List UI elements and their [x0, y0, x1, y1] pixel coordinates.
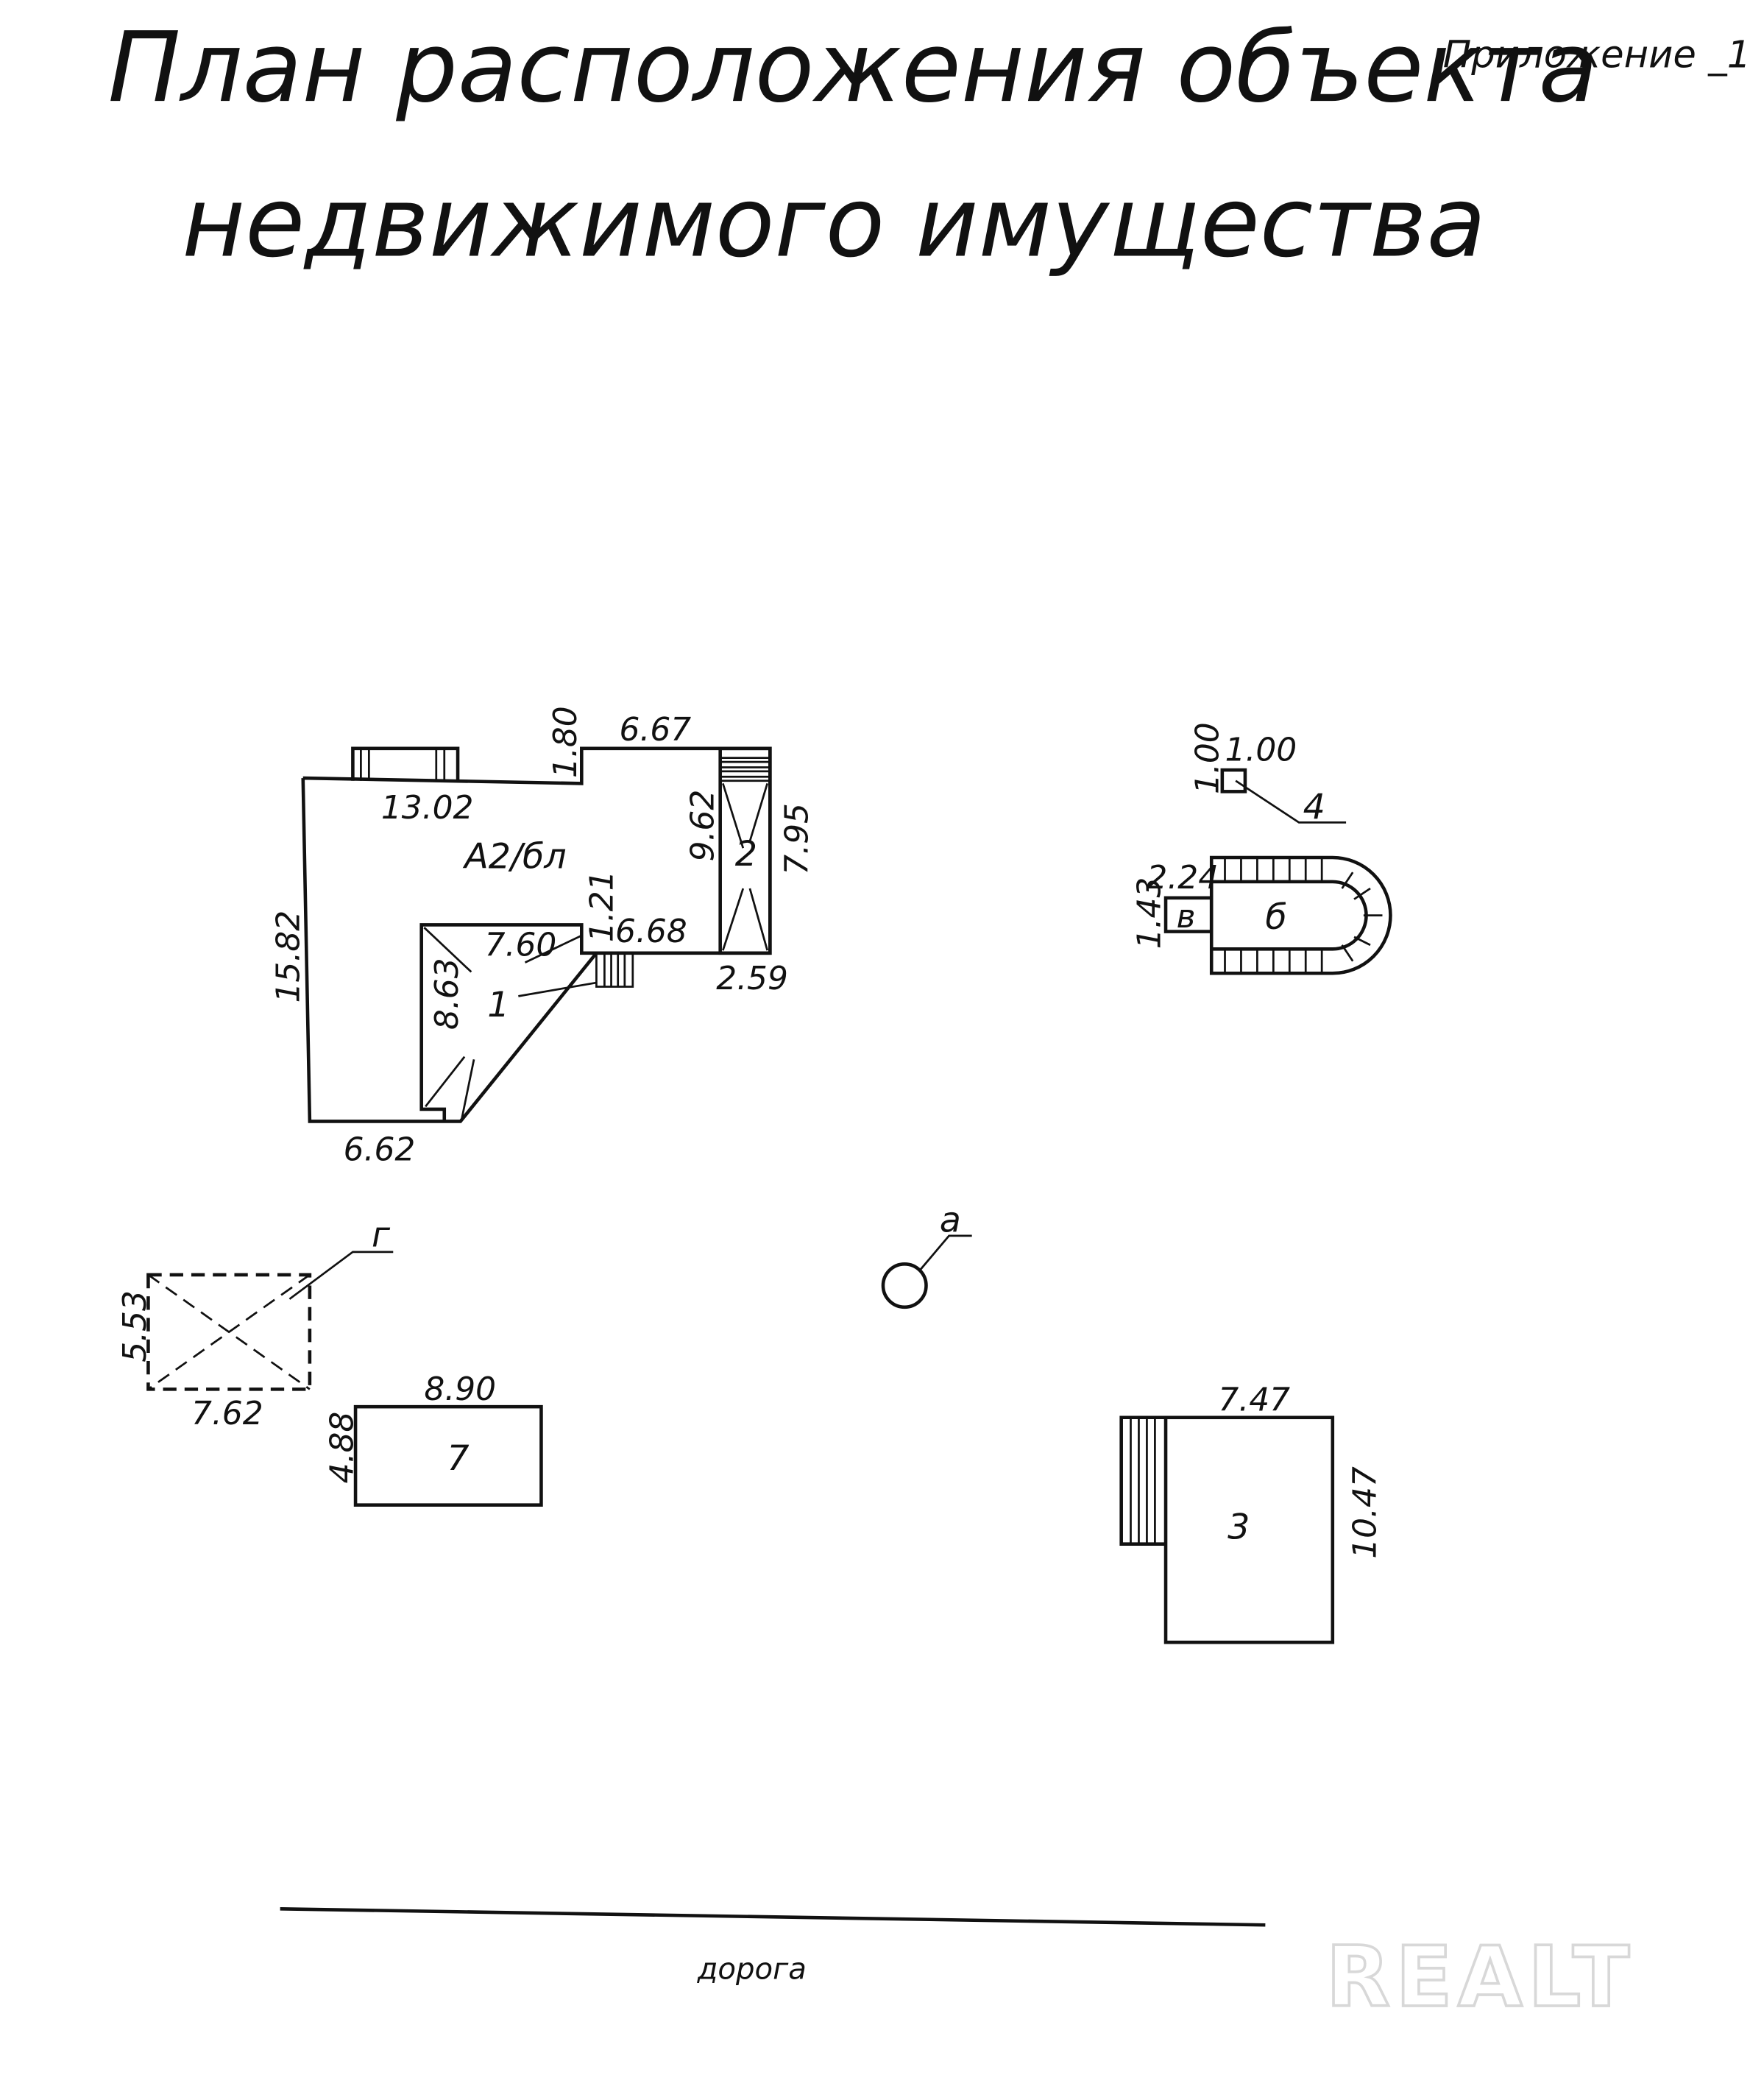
dim-label: 6.68 — [615, 913, 687, 950]
title-line-1: План расположения объекта — [108, 12, 1598, 124]
object-label: а — [940, 1200, 961, 1240]
object-7 — [353, 1404, 543, 1507]
object-label: г — [372, 1215, 391, 1256]
object-3 — [1119, 1415, 1335, 1644]
dim-label: 1.80 — [547, 706, 584, 778]
road-label: дорога — [697, 1952, 807, 1986]
dim-label: 6.67 — [620, 711, 692, 749]
dim-label: 10.47 — [1346, 1466, 1384, 1559]
dim-label: 1.00 — [1188, 722, 1226, 794]
object-label: в — [1177, 898, 1196, 936]
dim-label: 13.02 — [381, 789, 474, 827]
object-label: б — [1265, 897, 1286, 938]
part-label: 1 — [487, 985, 509, 1025]
building-label: А2/бл — [462, 837, 567, 877]
object-a — [881, 1234, 972, 1309]
dim-label: 8.90 — [424, 1371, 496, 1408]
dim-label: 2.24 — [1147, 859, 1219, 897]
dim-label: 5.53 — [116, 1290, 154, 1362]
dim-label: 6.62 — [344, 1131, 416, 1168]
dim-label: 7.47 — [1218, 1382, 1290, 1419]
road-line — [280, 1907, 1266, 1927]
dim-label: 1.43 — [1131, 877, 1169, 950]
dim-label: 7.60 — [485, 926, 557, 964]
dim-label: 1.00 — [1225, 731, 1297, 768]
appendix-label: Приложение _1 — [1443, 32, 1750, 77]
part-label: 2 — [735, 834, 757, 874]
porch-1 — [423, 927, 634, 1120]
dim-label: 15.82 — [269, 911, 307, 1003]
realt-watermark: REALT — [1326, 1928, 1635, 2026]
main-building-outline — [301, 746, 772, 1123]
object-label: 3 — [1228, 1507, 1250, 1547]
dim-label: 7.95 — [779, 803, 816, 875]
annex-2 — [718, 746, 772, 955]
dim-label: 8.63 — [428, 958, 466, 1030]
object-b — [1163, 855, 1392, 975]
object-label: 4 — [1303, 787, 1325, 827]
dim-label: 4.88 — [323, 1412, 361, 1484]
dim-label: 2.59 — [716, 960, 788, 997]
stairs-top — [351, 746, 460, 781]
object-g — [146, 1273, 312, 1391]
object-4 — [1220, 768, 1347, 824]
dim-label: 9.62 — [684, 790, 722, 862]
leader-g — [288, 1251, 394, 1300]
title-line-2: недвижимого имущества — [182, 166, 1486, 279]
dim-label: 1.21 — [583, 870, 620, 942]
dim-label: 7.62 — [191, 1395, 263, 1432]
object-label: 7 — [447, 1438, 469, 1479]
